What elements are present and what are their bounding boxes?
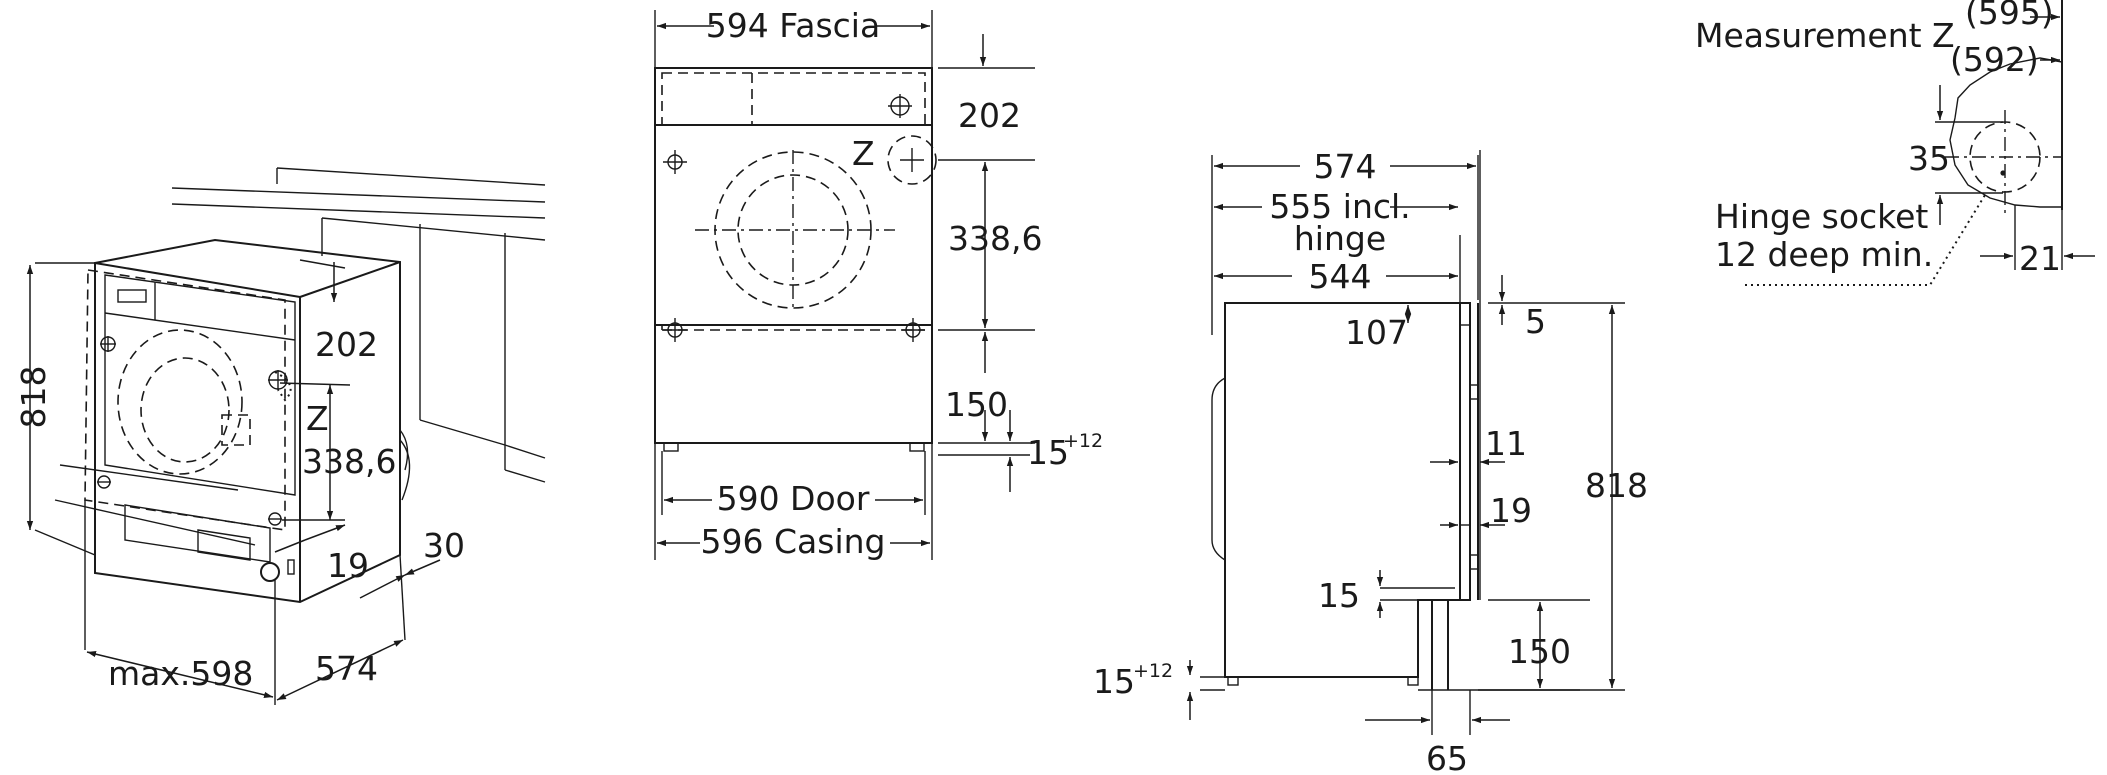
label-iso-z: Z <box>306 399 329 438</box>
label-front-15: 15 <box>1027 433 1069 472</box>
label-side-574: 574 <box>1314 147 1377 186</box>
label-z-595: (595) <box>1965 0 2054 32</box>
label-side-hinge: hinge <box>1294 219 1386 258</box>
label-iso-19: 19 <box>327 546 369 585</box>
label-side-5: 5 <box>1525 302 1546 341</box>
label-hinge-socket: Hinge socket <box>1715 197 1928 236</box>
isometric-view: 818 202 Z 338,6 19 30 max.598 574 <box>14 167 546 705</box>
label-front-z: Z <box>852 134 875 173</box>
side-view: 574 555 incl. hinge 544 107 5 11 19 818 … <box>1093 147 1648 775</box>
front-view: 594 Fascia 202 Z 338,6 150 15 +12 590 Do… <box>654 6 1103 561</box>
label-measurement-z: Measurement Z <box>1695 16 1955 55</box>
label-front-338-6: 338,6 <box>948 219 1042 258</box>
label-front-15-tolerance: +12 <box>1063 430 1103 452</box>
label-side-15b: 15 <box>1093 662 1135 701</box>
label-side-15: 15 <box>1318 576 1360 615</box>
label-iso-202: 202 <box>315 325 378 364</box>
measurement-z-circle <box>887 135 937 185</box>
measurement-z-detail: Measurement Z (595) (592) 35 Hinge socke… <box>1695 0 2095 286</box>
label-door-590: 590 Door <box>717 479 870 518</box>
label-fascia-594: 594 Fascia <box>706 6 880 45</box>
label-z-592: (592) <box>1950 40 2039 79</box>
fixing-point-bottom-right <box>901 318 925 342</box>
fixing-point-top-left <box>663 150 687 174</box>
label-side-555: 555 incl. <box>1269 187 1410 226</box>
label-front-202: 202 <box>958 96 1021 135</box>
fixing-point-bottom-left <box>663 318 687 342</box>
label-side-65: 65 <box>1426 739 1468 775</box>
label-side-15b-tolerance: +12 <box>1133 660 1173 682</box>
label-casing-596: 596 Casing <box>701 522 886 561</box>
label-z-35: 35 <box>1908 139 1950 178</box>
label-front-150: 150 <box>945 385 1008 424</box>
label-iso-max598: max.598 <box>108 654 253 693</box>
label-side-544: 544 <box>1309 257 1372 296</box>
label-side-150: 150 <box>1508 632 1571 671</box>
label-iso-818: 818 <box>14 366 53 429</box>
label-side-11: 11 <box>1485 424 1527 463</box>
label-z-21: 21 <box>2019 239 2061 278</box>
label-side-19: 19 <box>1490 491 1532 530</box>
fixing-point-top-right <box>888 94 912 118</box>
label-iso-30: 30 <box>423 526 465 565</box>
label-side-818: 818 <box>1585 466 1648 505</box>
label-hinge-depth: 12 deep min. <box>1715 235 1933 274</box>
label-side-107: 107 <box>1345 313 1408 352</box>
label-iso-338-6: 338,6 <box>302 442 396 481</box>
label-iso-574: 574 <box>315 649 378 688</box>
